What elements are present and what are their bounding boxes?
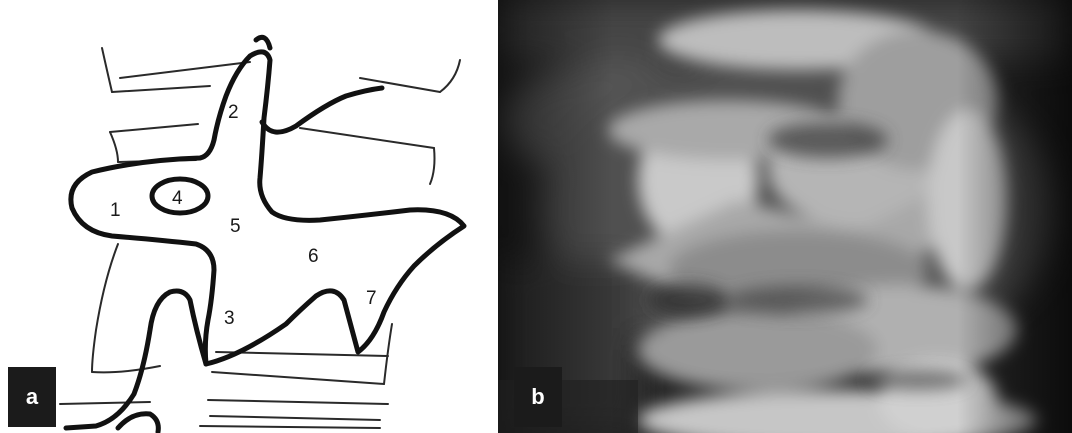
panel-b-tag: b	[514, 367, 562, 427]
label-7: 7	[366, 288, 377, 309]
panel-b-radiograph: b	[498, 0, 1072, 433]
label-6: 6	[308, 246, 319, 267]
label-2: 2	[228, 102, 239, 123]
vertebra-line-drawing: 1 2 3 4 5 6 7	[0, 0, 492, 433]
panel-a-drawing: 1 2 3 4 5 6 7 a	[0, 0, 492, 433]
label-1: 1	[110, 200, 121, 221]
label-5: 5	[230, 216, 241, 237]
label-3: 3	[224, 308, 235, 329]
label-4: 4	[172, 188, 183, 209]
panel-a-tag: a	[8, 367, 56, 427]
xray-image	[498, 0, 1072, 433]
